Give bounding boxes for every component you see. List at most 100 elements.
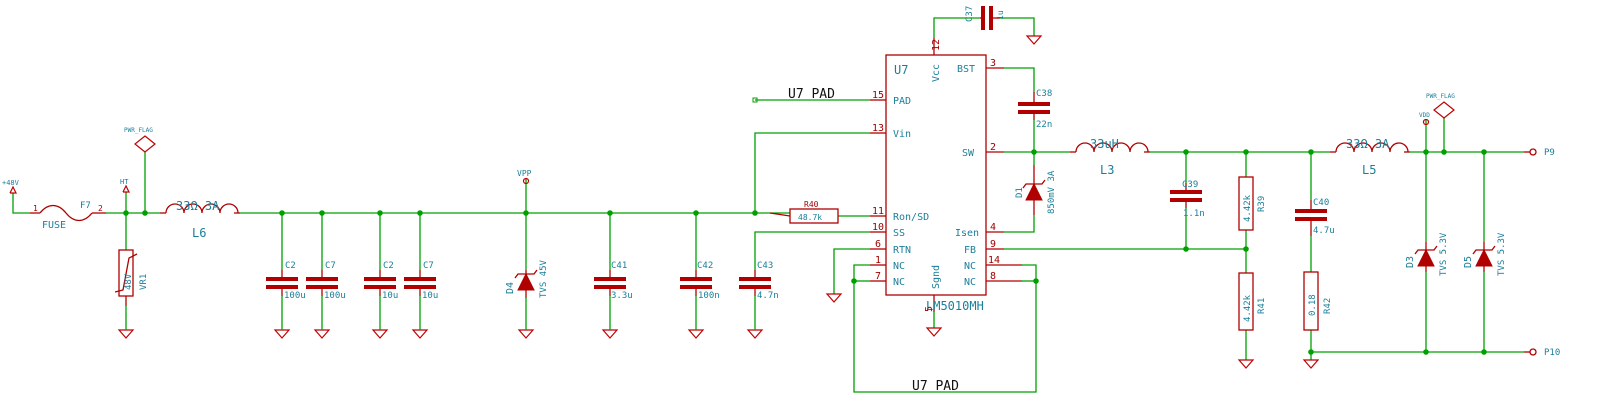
resistor-r41: 4.42k R41 (1238, 272, 1267, 331)
c37-value: 1u (996, 10, 1005, 20)
r39-ref: R39 (1257, 196, 1267, 212)
fuse-pin1: 1 (33, 204, 38, 213)
cap-value: 100n (698, 291, 720, 301)
pin-num: 4 (990, 222, 996, 233)
cap-value: 4.7n (757, 291, 779, 301)
power-label-vdd: VDD (1419, 112, 1430, 119)
inductor-l5: 33Ω 3A L5 (1330, 137, 1410, 177)
power-label-flag: PWR_FLAG (124, 127, 153, 134)
pin-num: 10 (872, 222, 884, 233)
l5-value: 33Ω 3A (1346, 137, 1390, 151)
pin-num: 11 (872, 206, 884, 217)
c38-value: 22n (1036, 120, 1052, 130)
d3-value: TVS 5.3V (1439, 232, 1449, 276)
power-label-ht: HT (120, 178, 129, 186)
power-plus48: +48V (2, 179, 20, 194)
pin-num: 9 (990, 239, 996, 250)
power-ht: HT (120, 178, 130, 193)
pin-name: SW (962, 148, 975, 159)
resistor-r40: R40 48.7k (769, 200, 839, 224)
junctions (123, 149, 1487, 355)
l6-value: 33Ω 3A (176, 199, 220, 213)
l3-ref: L3 (1100, 163, 1114, 177)
ic-part: LM5010MH (926, 299, 984, 313)
r39-value: 4.42k (1243, 194, 1253, 222)
d5-value: TVS 5.3V (1497, 232, 1507, 276)
pin-name: RTN (893, 245, 911, 256)
tvs-diode-d4: D4 TVS 45V (505, 259, 549, 298)
r40-value: 48.7k (798, 213, 822, 222)
r42-ref: R42 (1323, 298, 1333, 314)
pin-num: 13 (872, 123, 884, 134)
pin-name: NC (964, 261, 976, 272)
d1-ref: D1 (1015, 187, 1025, 198)
capacitor-c38: C38 22n (1018, 89, 1052, 130)
inductor-l6: 33Ω 3A L6 (160, 199, 240, 240)
pin-num: 7 (875, 271, 881, 282)
diode-d1: D1 850mV 3A (1015, 165, 1057, 215)
d4-value: TVS 45V (539, 259, 549, 298)
p10-label: P10 (1544, 348, 1560, 358)
fuse-pin2: 2 (98, 204, 103, 213)
cap-ref: C2 (383, 261, 394, 271)
pin-name: NC (893, 277, 905, 288)
power-vdd: VDD (1419, 112, 1430, 126)
pin-name: Isen (955, 228, 979, 239)
power-vpp: VPP (517, 169, 532, 185)
r42-value: 0.18 (1308, 294, 1318, 316)
cap-value: 100u (284, 291, 306, 301)
d1-value: 850mV 3A (1047, 170, 1057, 214)
r41-ref: R41 (1257, 298, 1267, 314)
pin-name: NC (964, 277, 976, 288)
ic-ref: U7 (894, 63, 908, 77)
fuse-ref: F7 (80, 201, 91, 211)
vr1-ref: VR1 (139, 274, 149, 290)
connector-p10: P10 (1524, 348, 1560, 358)
capacitor-c37: C37 1u (965, 6, 1005, 30)
c38-ref: C38 (1036, 89, 1052, 99)
fuse-value: FUSE (42, 220, 66, 231)
cap-ref: C2 (285, 261, 296, 271)
power-label-flag: PWR_FLAG (1426, 93, 1455, 100)
d3-ref: D3 (1405, 256, 1416, 268)
vr1-value: 48V (124, 273, 134, 290)
c40-value: 4.7u (1313, 226, 1335, 236)
tvs-diode-d5: D5 TVS 5.3V (1463, 232, 1507, 276)
pin-num: 15 (872, 90, 884, 101)
tvs-diode-d3: D3 TVS 5.3V (1405, 232, 1449, 276)
r40-ref: R40 (804, 200, 819, 209)
cap-ref: C43 (757, 261, 773, 271)
wires (12, 17, 1524, 393)
c40-ref: C40 (1313, 198, 1329, 208)
l3-value: 33uH (1090, 137, 1119, 151)
power-label-plus48: +48V (2, 179, 20, 187)
pin-name: FB (964, 245, 976, 256)
capacitor-c7-10u: C7 10u (404, 261, 438, 301)
pin-name: PAD (893, 96, 911, 107)
d5-ref: D5 (1463, 256, 1474, 268)
capacitor-c39: C39 1.1n (1170, 180, 1205, 219)
power-flag-1: PWR_FLAG (124, 127, 156, 153)
d4-ref: D4 (505, 282, 516, 294)
pin-num: 3 (990, 58, 996, 69)
cap-ref: C41 (611, 261, 627, 271)
pin-name: BST (957, 64, 975, 75)
cap-value: 10u (382, 291, 398, 301)
net-label-u7-pad: U7 PAD (912, 379, 959, 394)
resistor-r42: 0.18 R42 (1303, 271, 1333, 331)
capacitor-c43: C43 4.7n (739, 261, 779, 301)
capacitor-c40: C40 4.7u (1295, 198, 1335, 236)
cap-ref: C42 (697, 261, 713, 271)
pin-name: Ron/SD (893, 212, 929, 223)
ic-u7: U7 LM5010MH 15 PAD 13 Vin 11 Ron/SD 10 S… (870, 38, 1022, 313)
capacitor-c7-100u: C7 100u (306, 261, 346, 301)
cap-ref: C7 (423, 261, 434, 271)
pin-name: NC (893, 261, 905, 272)
pin-name: Vin (893, 129, 911, 140)
fuse-f7: 1 2 F7 FUSE (30, 201, 106, 231)
inductor-l3: 33uH L3 (1070, 137, 1150, 177)
r41-value: 4.42k (1243, 294, 1253, 322)
capacitor-c2-10u: C2 10u (364, 261, 398, 301)
capacitor-c2-100u: C2 100u (266, 261, 306, 301)
